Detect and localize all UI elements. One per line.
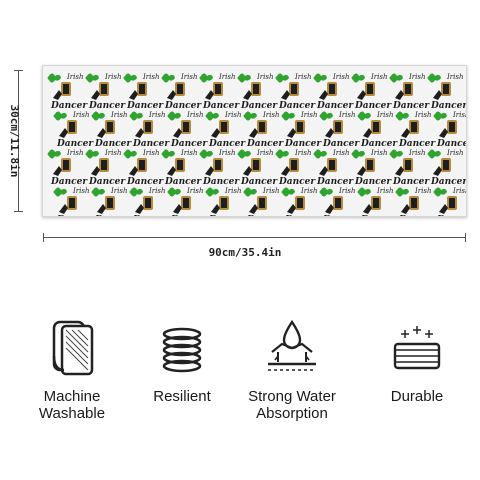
feature-resilient: Resilient bbox=[122, 316, 242, 405]
pattern-tile bbox=[205, 187, 247, 216]
pattern-tile bbox=[357, 187, 399, 216]
pattern-tile bbox=[389, 73, 431, 111]
feature-durable: Durable bbox=[357, 316, 477, 405]
pattern-tile bbox=[91, 111, 133, 149]
spring-icon bbox=[162, 327, 202, 373]
pattern-tile bbox=[123, 73, 165, 111]
pattern-tile bbox=[351, 149, 393, 187]
pattern-tile bbox=[275, 149, 317, 187]
pattern-tile bbox=[53, 111, 95, 149]
width-dimension-line bbox=[43, 233, 466, 243]
pattern-tile bbox=[167, 187, 209, 216]
pattern-tile bbox=[129, 111, 171, 149]
pattern-tile bbox=[357, 111, 399, 149]
irish-dancer-pattern: Irish Dancer bbox=[47, 73, 466, 216]
pattern-tile bbox=[199, 73, 241, 111]
pattern-tile bbox=[319, 187, 361, 216]
pattern-tile bbox=[205, 111, 247, 149]
pattern-tile bbox=[427, 73, 466, 111]
pattern-tile bbox=[243, 111, 285, 149]
pattern-tile bbox=[47, 73, 89, 111]
pattern-tile bbox=[167, 111, 209, 149]
pattern-tile bbox=[395, 111, 437, 149]
pattern-tile bbox=[351, 73, 393, 111]
height-label: 30cm/11.8in bbox=[8, 104, 21, 178]
pattern-tile bbox=[433, 187, 466, 216]
pattern-tile bbox=[47, 149, 89, 187]
towel-icon bbox=[52, 320, 94, 376]
pattern-tile bbox=[85, 73, 127, 111]
pattern-tile bbox=[237, 73, 279, 111]
pattern-tile bbox=[313, 149, 355, 187]
water-drop-icon bbox=[268, 319, 316, 371]
height-dimension-line bbox=[14, 70, 24, 212]
pattern-tile bbox=[237, 149, 279, 187]
pattern-tile bbox=[275, 73, 317, 111]
pattern-tile bbox=[161, 73, 203, 111]
pattern-tile bbox=[433, 111, 466, 149]
pattern-tile bbox=[281, 111, 323, 149]
pattern-tile bbox=[53, 187, 95, 216]
pattern-tile bbox=[313, 73, 355, 111]
feature-label: Resilient bbox=[153, 388, 211, 405]
pattern-tile bbox=[161, 149, 203, 187]
pattern-tile bbox=[395, 187, 437, 216]
pattern-tile bbox=[389, 149, 431, 187]
pattern-tile bbox=[129, 187, 171, 216]
width-label: 90cm/35.4in bbox=[208, 246, 282, 259]
pattern-tile bbox=[319, 111, 361, 149]
pattern-tile bbox=[427, 149, 466, 187]
pattern-tile bbox=[91, 187, 133, 216]
product-mat: Irish Dancer bbox=[42, 65, 467, 217]
pattern-tile bbox=[281, 187, 323, 216]
pattern-tile bbox=[123, 149, 165, 187]
pattern-tile bbox=[85, 149, 127, 187]
pattern-tile bbox=[199, 149, 241, 187]
fabric-stack-icon bbox=[393, 326, 441, 370]
pattern-tile bbox=[243, 187, 285, 216]
feature-label: Durable bbox=[390, 388, 444, 405]
